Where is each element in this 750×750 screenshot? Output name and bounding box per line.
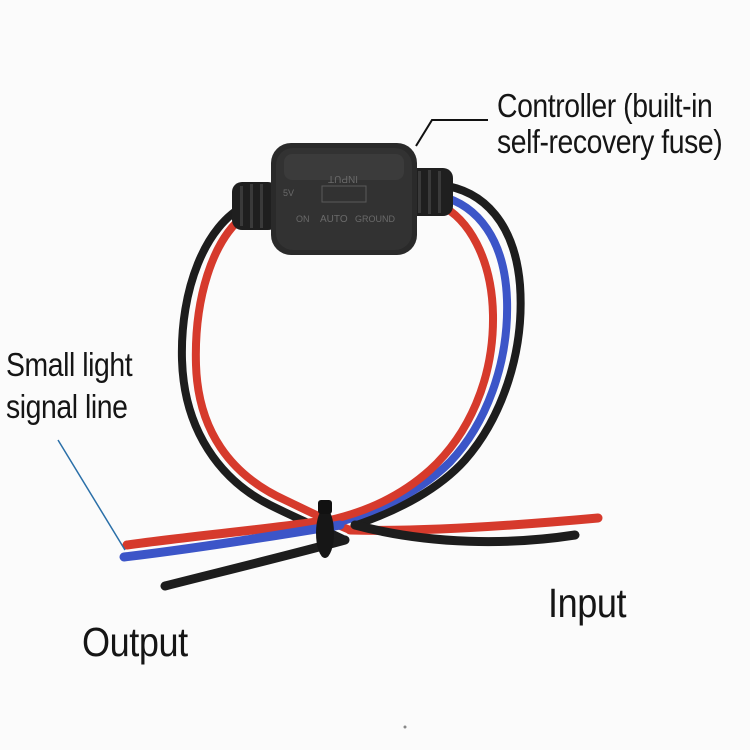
- controller-label: Controller (built-in self-recovery fuse): [497, 87, 723, 160]
- small-light-label: Small light signal line: [6, 344, 133, 428]
- controller-module: [271, 143, 417, 255]
- red-wire-right: [326, 201, 498, 524]
- marking-5v: 5V: [283, 188, 294, 198]
- small-light-label-line2: signal line: [6, 388, 128, 426]
- marking-auto: AUTO: [320, 214, 348, 225]
- controller-label-line2: self-recovery fuse): [497, 122, 723, 160]
- output-label-text: Output: [82, 619, 188, 665]
- blue-wire-right: [336, 192, 512, 526]
- marking-ground: GROUND: [355, 214, 395, 224]
- speck: [403, 725, 407, 729]
- small-light-label-line1: Small light: [6, 346, 133, 383]
- red-output-end: [122, 515, 335, 550]
- marking-input: INPUT: [328, 173, 358, 184]
- small-light-leader-line: [57, 439, 126, 551]
- output-label: Output: [82, 619, 188, 665]
- marking-on: ON: [296, 214, 310, 224]
- red-wire-left: [191, 211, 354, 534]
- black-input-end: [350, 520, 580, 547]
- black-wire-right: [351, 181, 525, 529]
- cable-tie: [316, 500, 334, 558]
- input-label-text: Input: [548, 580, 627, 626]
- controller-label-line1: Controller (built-in: [497, 87, 713, 124]
- strain-relief-left: [232, 182, 278, 230]
- controller-leader-line: [415, 119, 488, 147]
- input-label: Input: [548, 580, 627, 626]
- controller-markings: INPUT AUTO ON GROUND 5V: [283, 173, 395, 225]
